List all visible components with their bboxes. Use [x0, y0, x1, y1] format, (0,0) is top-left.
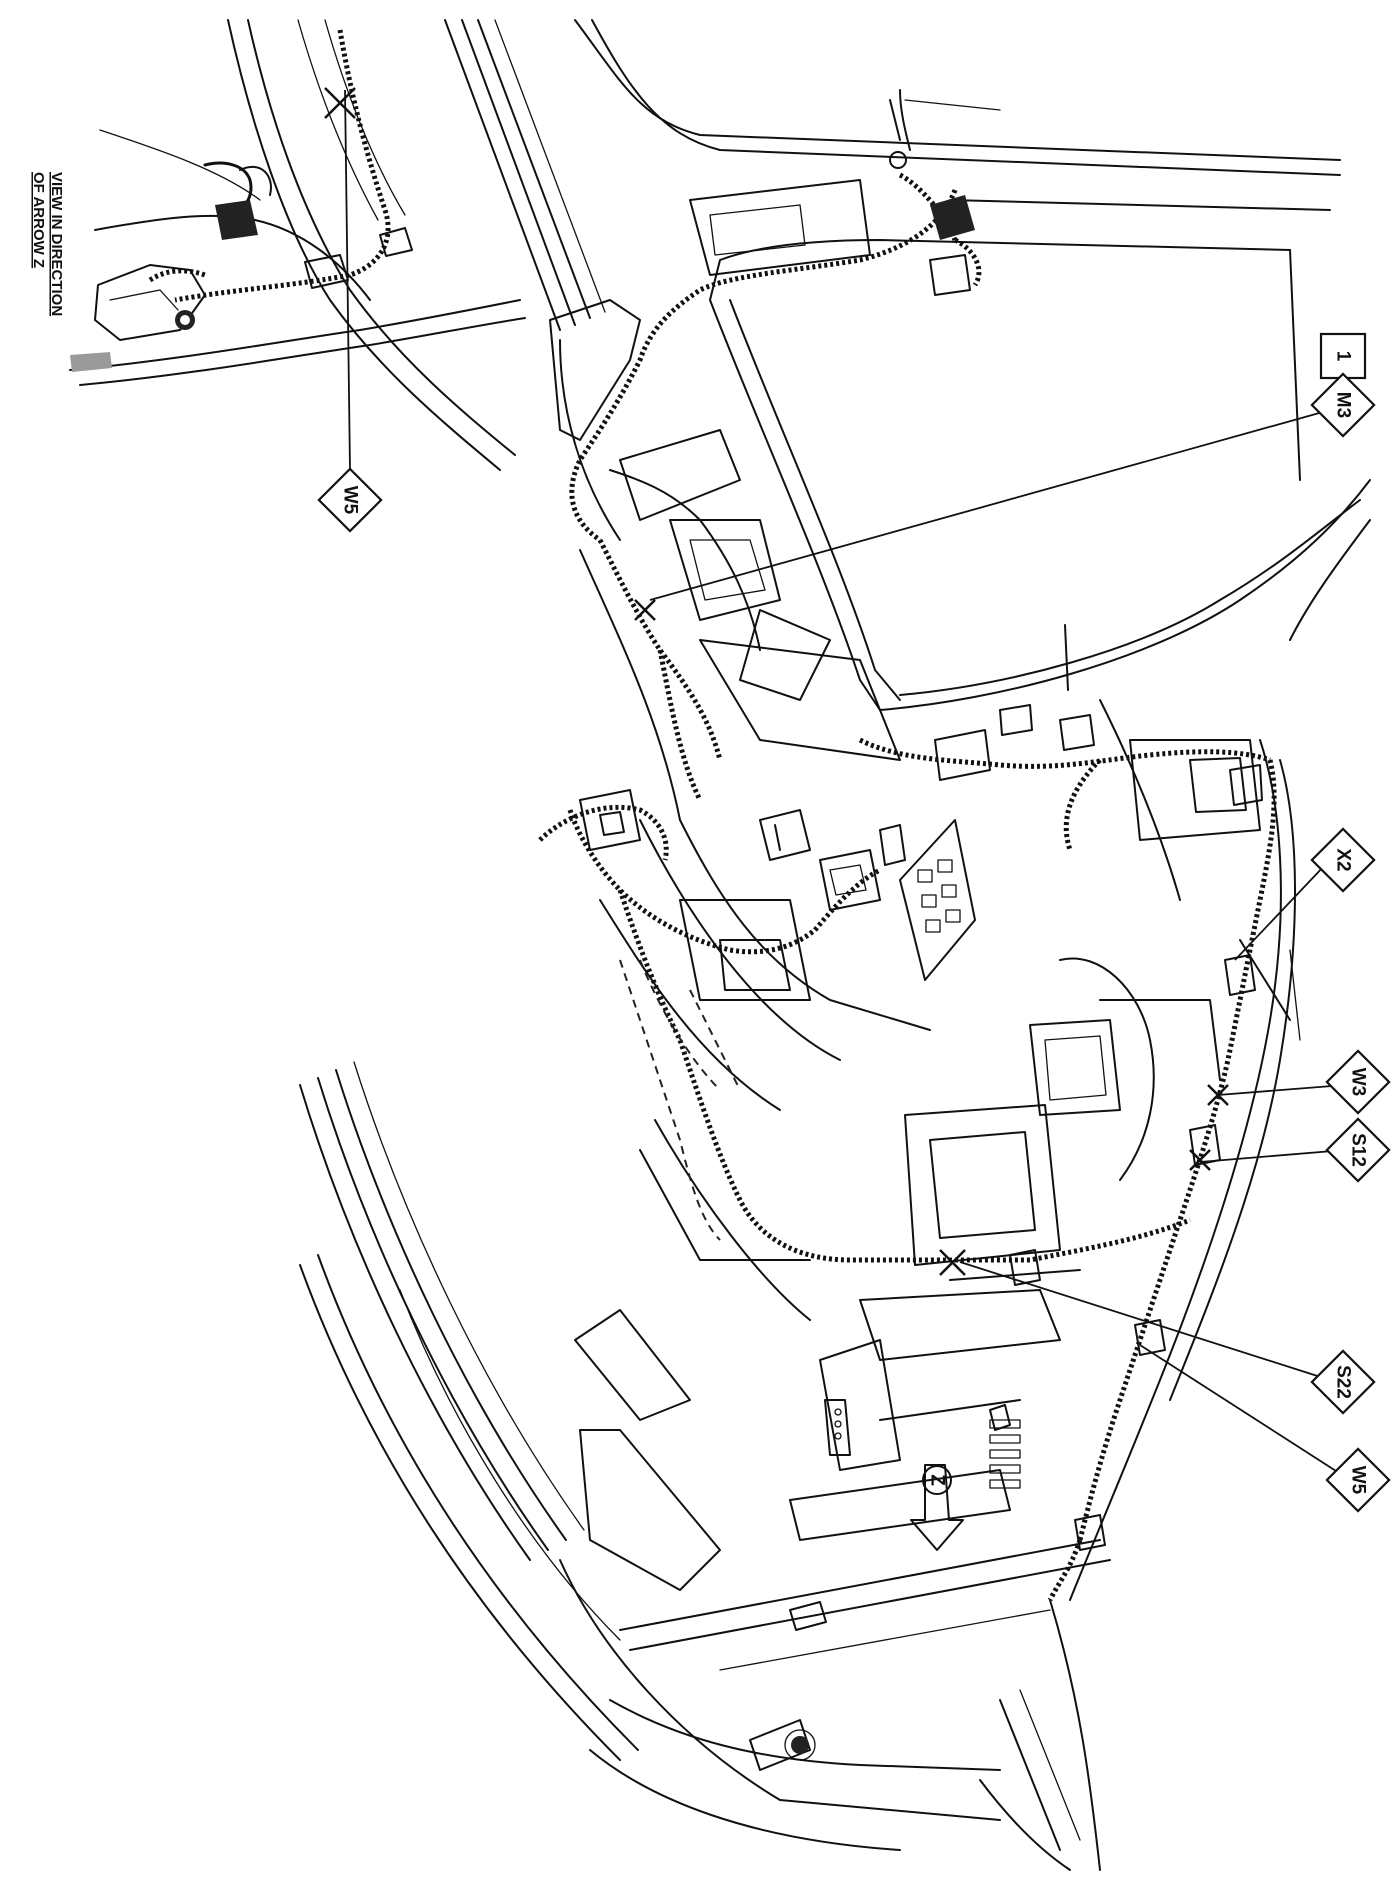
- callout-s12: S12: [1325, 1117, 1391, 1183]
- callout-ref-box: 1: [1319, 332, 1367, 380]
- arrow-z-label: Z: [927, 1474, 948, 1486]
- callout-w3-label: W3: [1348, 1068, 1369, 1097]
- callout-s22: S22: [1310, 1349, 1376, 1415]
- callout-s12-label: S12: [1348, 1133, 1369, 1167]
- callout-m3-label: M3: [1333, 392, 1354, 418]
- callout-w5: W5: [1325, 1447, 1391, 1513]
- callout-ref-box-label: 1: [1333, 351, 1354, 362]
- leader-lines: [649, 409, 1351, 1481]
- inset-caption: VIEW IN DIRECTION OF ARROW Z: [30, 172, 65, 316]
- bolt-studs: [774, 99, 1069, 851]
- caption-line-1: VIEW IN DIRECTION: [48, 172, 65, 316]
- caption-line-2: OF ARROW Z: [30, 172, 47, 268]
- callout-m3: M3: [1310, 372, 1376, 438]
- main-body-outline: [299, 19, 1371, 1871]
- callout-w5-inset: W5: [317, 467, 383, 533]
- callout-w3: W3: [1325, 1049, 1391, 1115]
- connectors: [579, 195, 1263, 1551]
- harness-routes: [538, 172, 1277, 1602]
- callout-s22-label: S22: [1333, 1365, 1354, 1399]
- harness-cross-marks: [634, 599, 1229, 1276]
- callout-w5-label: W5: [1348, 1466, 1369, 1495]
- callout-x2: X2: [1310, 827, 1376, 893]
- arrow-z: Z: [910, 1464, 964, 1551]
- callout-w5-inset-label: W5: [340, 486, 361, 515]
- callout-x2-label: X2: [1333, 848, 1354, 871]
- inset-view: [69, 19, 526, 471]
- vent-panel: [899, 819, 976, 981]
- grille: [989, 1419, 1021, 1489]
